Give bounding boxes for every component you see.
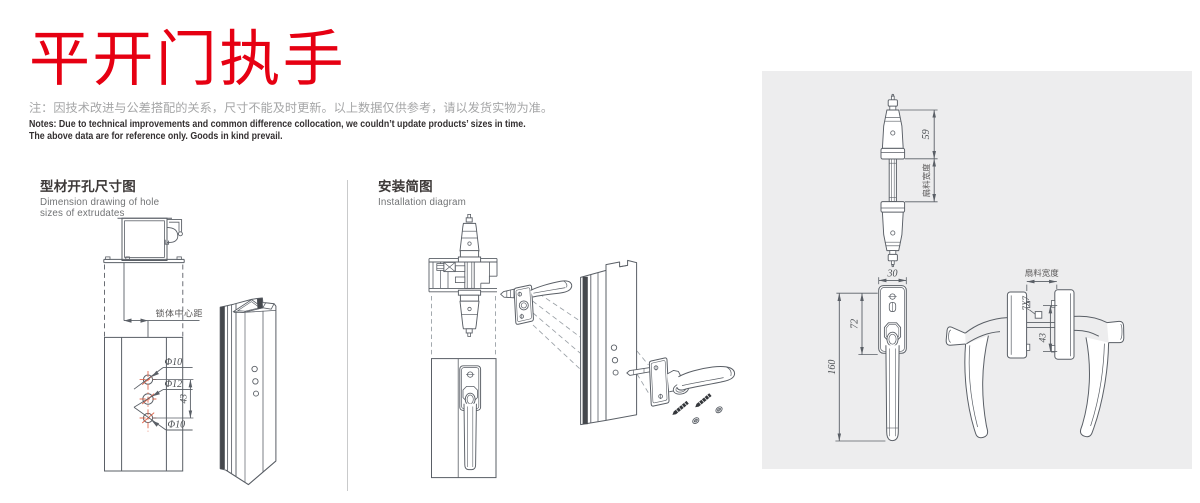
- section-divider: [346, 180, 348, 491]
- note-english-line1: Notes: Due to technical improvements and…: [29, 114, 526, 130]
- product-dimension-drawings: 59 扇料宽度 30 72 160 扇料宽度 7X7 43: [827, 93, 1125, 442]
- installation-drawing: [428, 213, 736, 479]
- handle-pair-side-view: 扇料宽度 7X7 43: [945, 267, 1125, 439]
- handle-front-view: 30 72 160: [827, 268, 907, 442]
- pair-right-handle: [1073, 315, 1125, 438]
- hole-dimension-title-cn: 型材开孔尺寸图: [40, 175, 136, 195]
- dim-sash-width-pair-label: 扇料宽度: [1025, 267, 1060, 279]
- hole-dimension-title-en1: Dimension drawing of hole: [40, 194, 160, 208]
- installation-profile-3d: [580, 259, 638, 426]
- note-english-line2: The above data are for reference only. G…: [29, 126, 283, 142]
- dim-43-label: 43: [1039, 333, 1049, 343]
- dim-30-label: 30: [887, 268, 898, 279]
- hole-top-label: Φ10: [165, 357, 183, 368]
- dim-sash-width-side-label: 扇料宽度: [920, 163, 932, 198]
- spindle-side-view: 59 扇料宽度: [880, 93, 938, 268]
- lock-center-distance-label: 锁体中心距: [155, 307, 203, 320]
- dim-7x7-label: 7X7: [1021, 296, 1031, 311]
- dim-72-label: 72: [850, 319, 861, 329]
- pair-left-handle: [945, 317, 1008, 439]
- dim-160-label: 160: [827, 360, 838, 375]
- hole-bottom-label: Φ10: [168, 420, 186, 431]
- hole-dimension-title-en2: sizes of extrudates: [40, 204, 125, 219]
- installation-handle-right: [626, 357, 736, 407]
- screws: [672, 393, 723, 425]
- installation-title-en: Installation diagram: [378, 194, 466, 208]
- installation-section-view: [428, 213, 498, 337]
- section-hole-dimension-header: 型材开孔尺寸图 Dimension drawing of hole sizes …: [40, 178, 159, 217]
- installation-front-view: [431, 358, 497, 479]
- section-installation-header: 安装简图 Installation diagram: [378, 178, 466, 207]
- hole-mid-label: Φ12: [165, 379, 183, 390]
- installation-handle-left: [500, 280, 573, 325]
- extrusion-3d-view: [219, 297, 277, 486]
- note-chinese: 注：因技术改进与公差搭配的关系，尺寸不能及时更新。以上数据仅供参考，请以发货实物…: [29, 98, 554, 116]
- installation-title-cn: 安装简图: [378, 175, 433, 195]
- dim-59-label: 59: [921, 129, 932, 139]
- note-english: Notes: Due to technical improvements and…: [29, 114, 526, 142]
- installation-exploded-view: [500, 259, 736, 426]
- hole-spacing-label: 43: [180, 394, 190, 404]
- page-title: 平开门执手: [29, 9, 347, 98]
